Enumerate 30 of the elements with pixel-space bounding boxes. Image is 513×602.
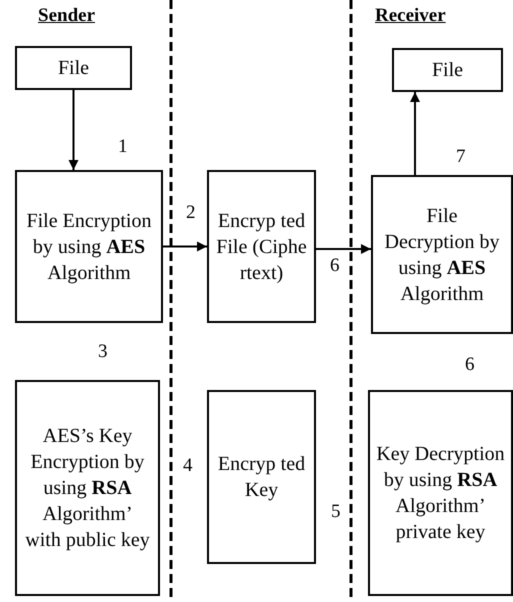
process-box xyxy=(207,170,316,323)
process-box xyxy=(207,390,316,564)
process-box xyxy=(368,390,513,596)
box-text: File xyxy=(58,56,90,81)
step-number: 7 xyxy=(456,147,466,167)
step-number: 6 xyxy=(330,256,340,276)
box-text: AES’s Key Encryption by using RSA Algorithm’ with public key xyxy=(24,424,151,553)
process-box xyxy=(371,175,513,334)
box-text: File xyxy=(432,58,464,83)
process-box xyxy=(15,380,160,596)
column-heading: Sender xyxy=(38,6,95,26)
arrow xyxy=(316,244,371,254)
arrow xyxy=(163,242,207,252)
box-text: Encryp ted File (Ciphe rtext) xyxy=(215,208,308,286)
arrow xyxy=(68,90,78,170)
arrow xyxy=(410,92,420,175)
step-number: 1 xyxy=(118,137,128,157)
process-box xyxy=(392,48,503,92)
box-text: Encryp ted Key xyxy=(216,452,306,503)
box-text: File Decryption by using AES Algorithm xyxy=(384,204,500,306)
step-number: 6 xyxy=(465,355,474,375)
column-heading: Receiver xyxy=(375,6,446,26)
box-text: Key Decryption by using RSA Algorithm’ private key xyxy=(376,442,505,545)
step-number: 5 xyxy=(331,502,340,522)
step-number: 2 xyxy=(186,203,196,223)
step-number: 4 xyxy=(183,456,192,476)
process-box xyxy=(15,46,132,90)
process-box xyxy=(15,170,163,323)
step-number: 3 xyxy=(98,342,108,362)
box-text: File Encryption by using AES Algorithm xyxy=(26,208,152,286)
